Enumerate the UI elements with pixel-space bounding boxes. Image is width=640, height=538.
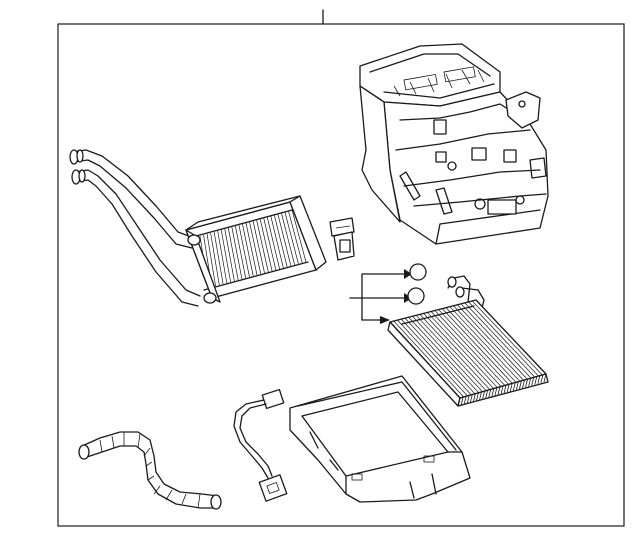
o-ring-callout xyxy=(349,269,412,324)
blower-switch xyxy=(329,217,355,261)
drain-hose xyxy=(78,431,222,510)
diagram-frame xyxy=(57,23,625,527)
wire-harness xyxy=(233,388,288,502)
lower-case xyxy=(289,375,471,503)
o-ring-upper xyxy=(409,263,427,281)
heater-core xyxy=(69,149,327,307)
o-ring-lower xyxy=(407,287,425,305)
evaporator-core xyxy=(387,275,549,407)
air-intake-housing xyxy=(359,43,549,245)
